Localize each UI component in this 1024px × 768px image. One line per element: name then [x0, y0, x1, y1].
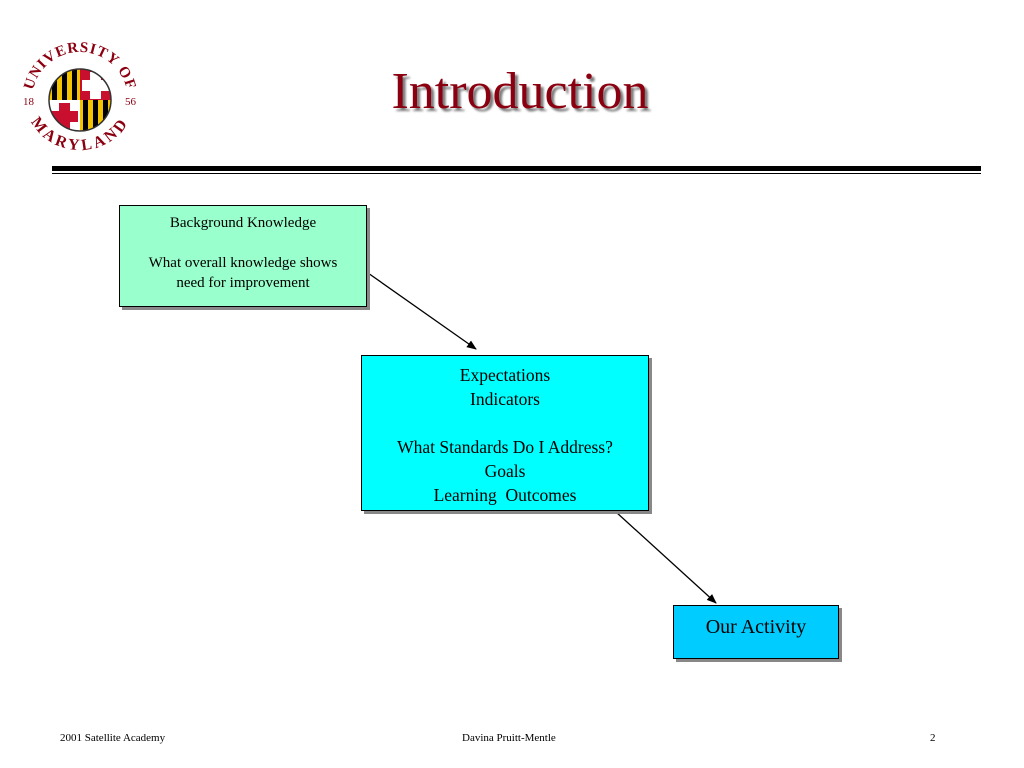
seal-year-right: 56 — [125, 96, 137, 108]
background-box-heading: Background Knowledge — [169, 215, 317, 231]
title-divider-thin — [52, 173, 981, 174]
expectations-box-line-1: Expectations — [459, 365, 551, 385]
background-box-text-2: need for improvement — [176, 275, 310, 291]
title-divider-thick — [52, 166, 981, 171]
background-box-text-1: What overall knowledge shows — [148, 255, 338, 271]
arrow-expectations-to-activity — [615, 511, 717, 604]
maryland-seal-icon: UNIVERSITY OF MARYLAND 18 56 — [21, 40, 138, 155]
footer-page-number: 2 — [930, 732, 936, 744]
our-activity-box: Our Activity — [673, 605, 839, 659]
seal-year-left: 18 — [23, 96, 35, 108]
footer-organization: 2001 Satellite Academy — [60, 732, 166, 744]
activity-box-label: Our Activity — [705, 616, 807, 638]
background-knowledge-box: Background Knowledge What overall knowle… — [119, 205, 367, 307]
slide-title: Introduction — [391, 63, 649, 120]
expectations-box: Expectations Indicators What Standards D… — [361, 355, 649, 511]
arrow-background-to-expectations — [367, 272, 477, 350]
expectations-box-line-2: Indicators — [470, 389, 540, 409]
expectations-box-line-5: Learning Outcomes — [433, 485, 577, 505]
footer-author: Davina Pruitt-Mentle — [462, 732, 556, 744]
expectations-box-line-3: What Standards Do I Address? — [397, 437, 613, 457]
university-seal-logo: UNIVERSITY OF MARYLAND 18 56 — [14, 34, 146, 160]
expectations-box-line-4: Goals — [484, 461, 526, 481]
